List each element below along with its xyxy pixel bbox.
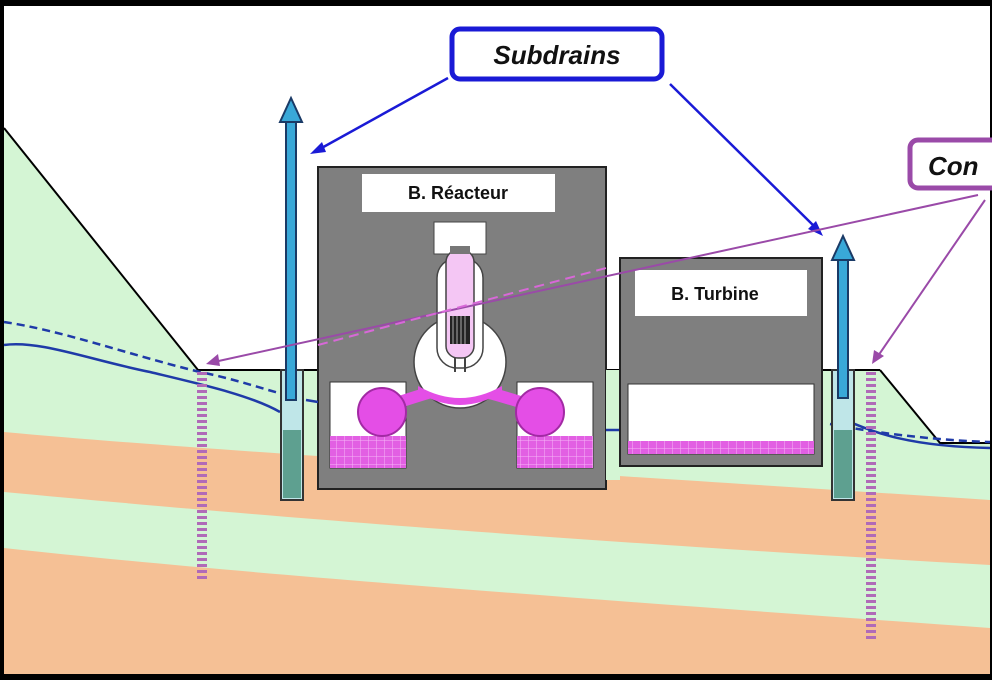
reactor-building-label: B. Réacteur: [408, 183, 508, 203]
reactor-building: B. Réacteur: [317, 166, 607, 490]
subdrains-label: Subdrains: [493, 40, 620, 70]
monitoring-well-right: [866, 372, 876, 640]
subdrains-callout: Subdrains: [310, 26, 823, 236]
pump-pipe-left: [285, 119, 297, 401]
monitoring-wells: [197, 372, 876, 640]
contaminated-callout: Con: [206, 137, 992, 366]
turbine-building-label: B. Turbine: [671, 284, 759, 304]
turbine-contaminated-water: [628, 441, 814, 454]
contaminated-label: Con: [928, 151, 979, 181]
subdrain-well-right: [830, 233, 856, 501]
up-arrow-icon: [278, 95, 304, 123]
soil-layer-orange-2: [4, 548, 990, 674]
pump-pipe-right: [837, 257, 849, 399]
up-arrow-icon: [830, 233, 856, 261]
reactor-pressure-vessel-icon: [445, 246, 475, 372]
monitoring-well-left: [197, 372, 207, 582]
turbine-building: B. Turbine: [619, 257, 823, 467]
subdrain-well-left: [278, 95, 304, 501]
